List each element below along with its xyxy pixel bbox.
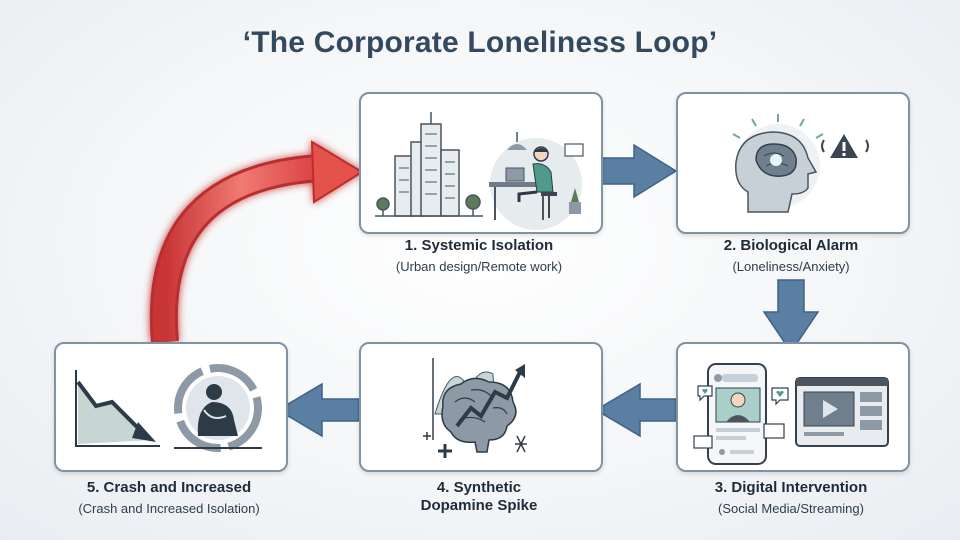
warning-icon [821,134,869,158]
smartphone-icon [693,363,789,465]
step-4-label-line-2: Dopamine Spike [420,497,538,514]
step-2-sublabel: (Loneliness/Anxiety) [732,259,850,274]
step-card-crash [54,342,288,472]
head-brain-icon [732,114,824,213]
city-buildings-icon [375,112,483,217]
isolated-person-icon [174,364,262,452]
step-5-sublabel: (Crash and Increased Isolation) [78,501,260,516]
step-card-systemic-isolation [359,92,603,234]
step-2-label: 2. Biological Alarm [723,237,859,254]
step-4-label-line-1: 4. Synthetic [436,479,522,496]
step-card-biological-alarm [676,92,910,234]
remote-worker-icon [489,132,584,230]
arrow-2-to-3 [762,279,820,354]
step-1-sublabel: (Urban design/Remote work) [395,259,563,274]
arrow-4-to-5 [276,382,360,438]
brain-spike-chart-icon [423,358,527,458]
step-5-label: 5. Crash and Increased [86,479,252,496]
step-1-label: 1. Systemic Isolation [404,237,554,254]
step-card-digital-intervention [676,342,910,472]
declining-chart-icon [75,370,160,447]
step-3-sublabel: (Social Media/Streaming) [718,501,864,516]
diagram-title: ‘The Corporate Loneliness Loop’ [242,26,718,59]
step-card-dopamine-spike [359,342,603,472]
step-3-label: 3. Digital Intervention [714,479,868,496]
arrow-3-to-4 [594,382,677,438]
video-streaming-icon [795,377,889,447]
arrow-1-to-2 [601,143,678,199]
loop-back-arrow [149,140,364,344]
